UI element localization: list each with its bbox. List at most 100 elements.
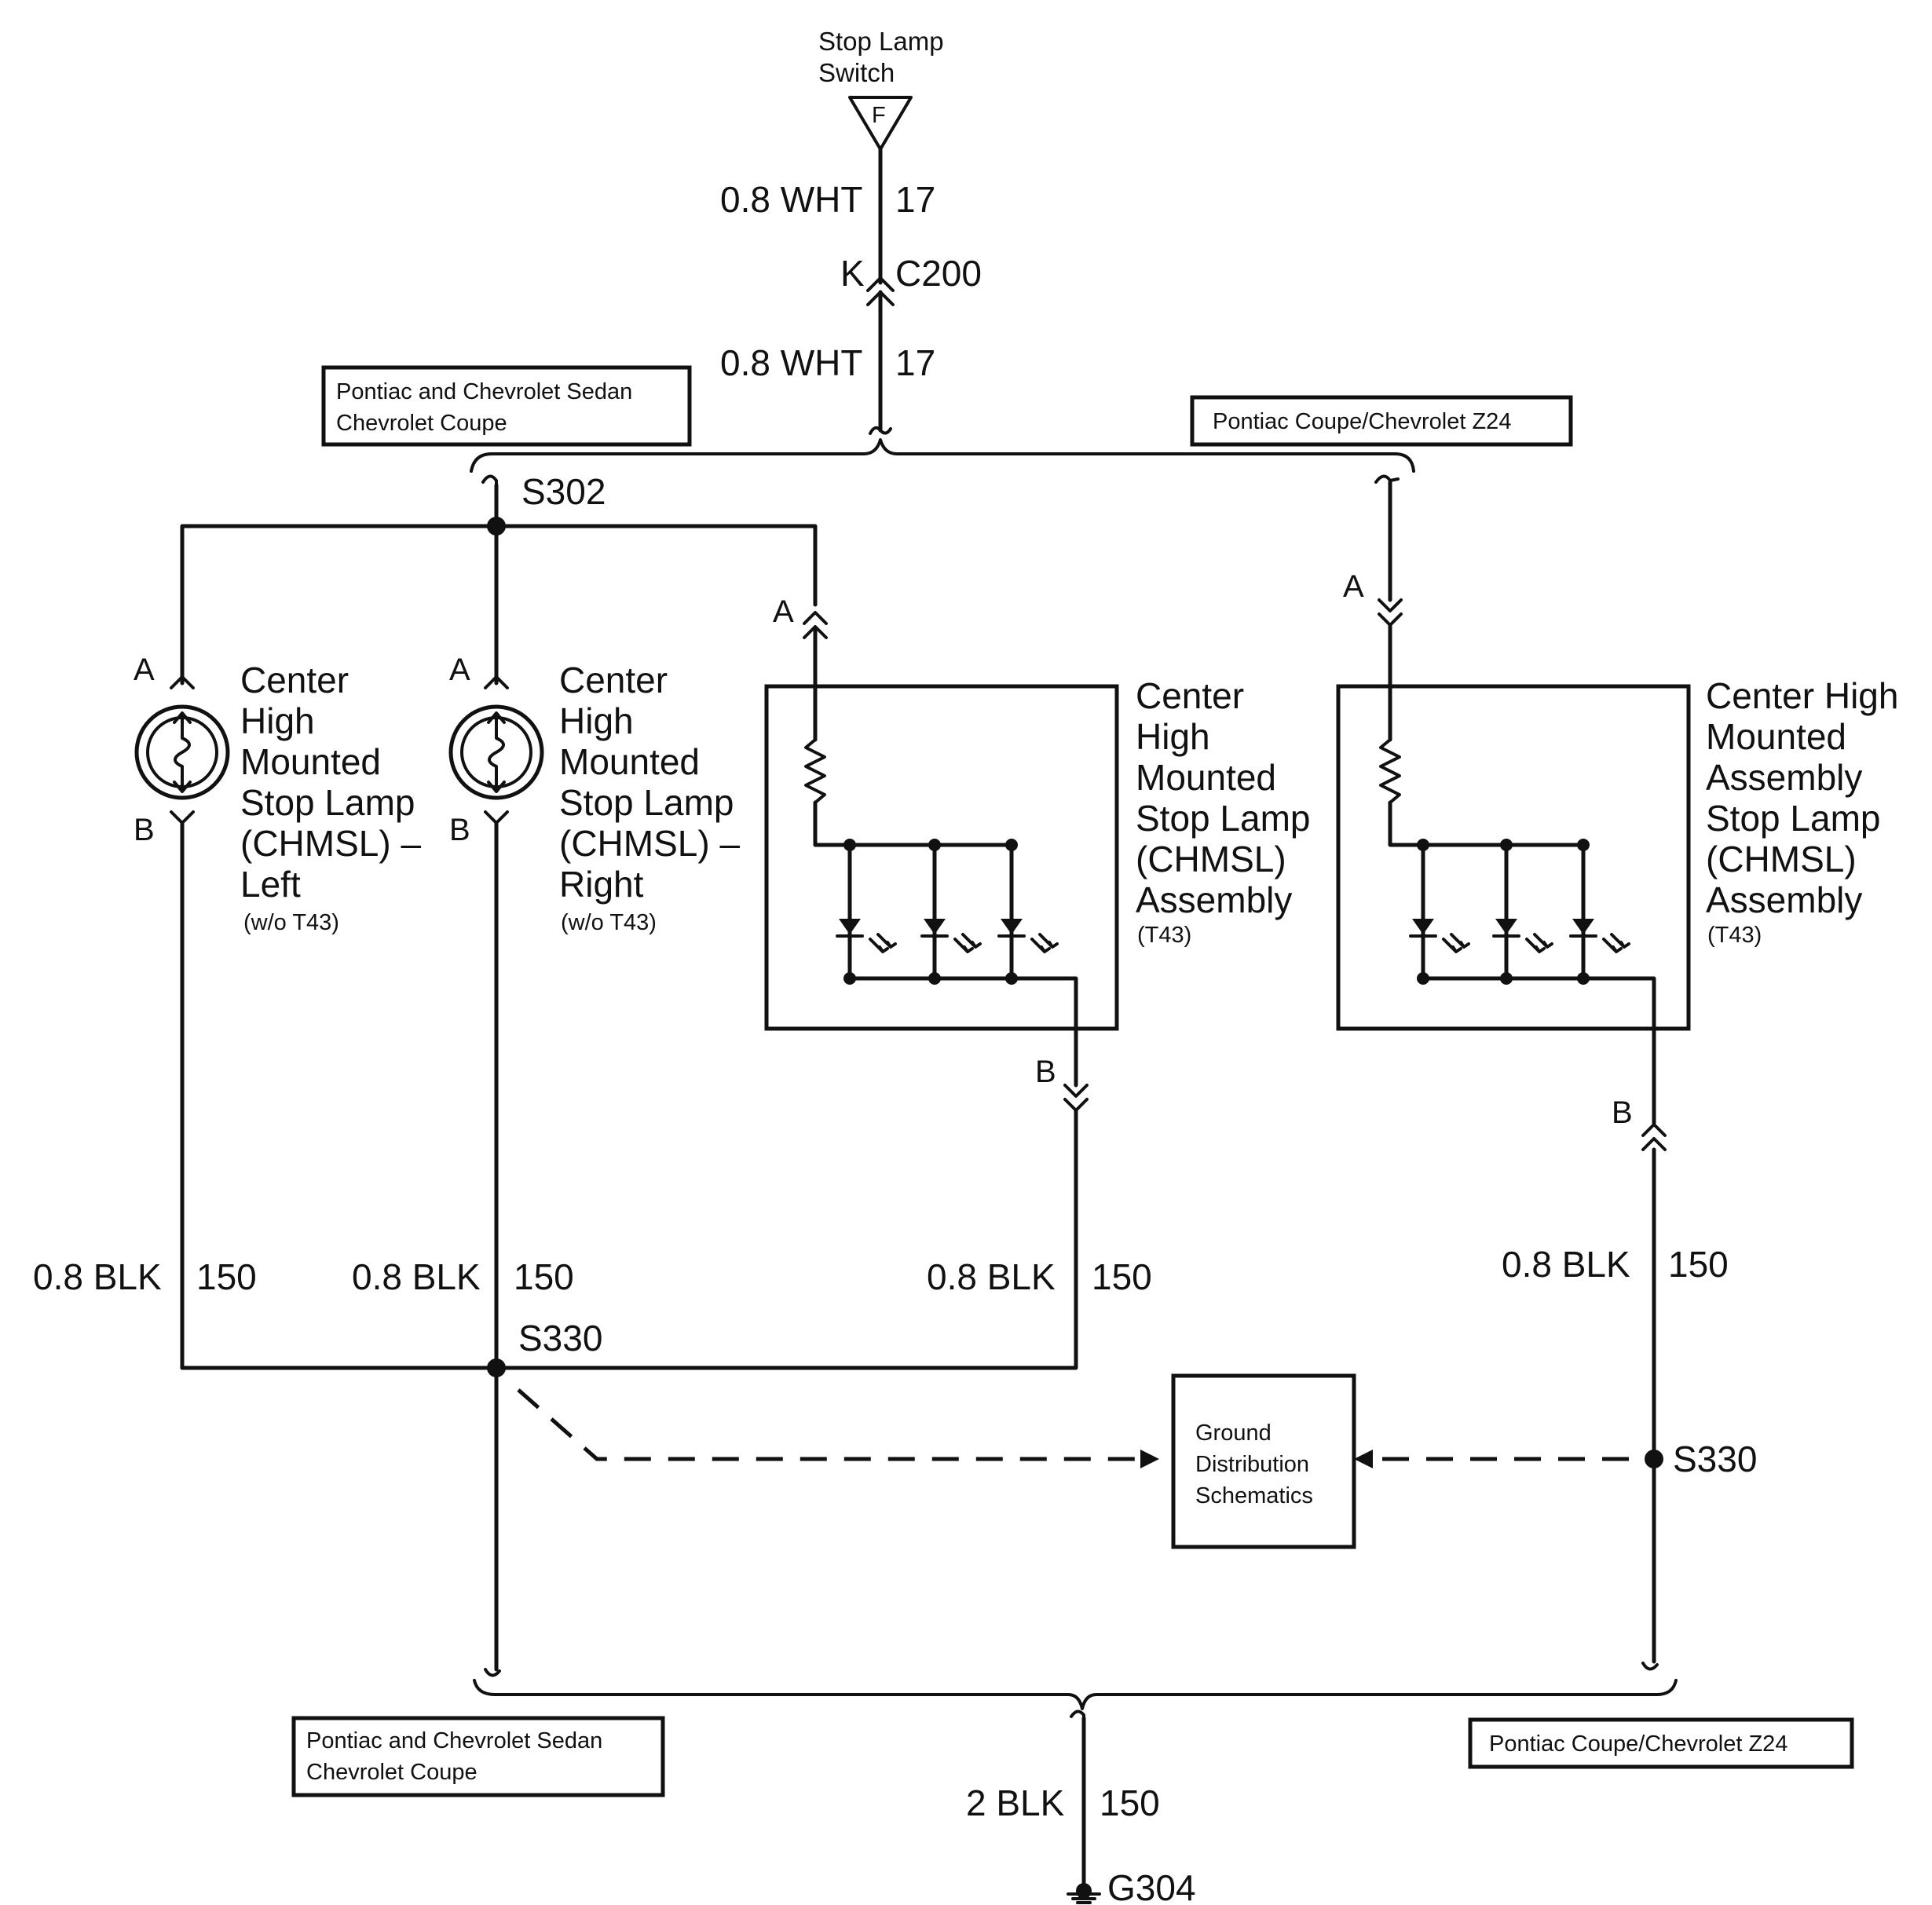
junction-dot: [928, 972, 941, 985]
connector-chevron-icon: [1641, 1123, 1667, 1137]
option-top-right-line1: Pontiac Coupe/Chevrolet Z24: [1213, 409, 1511, 434]
feed-lower-gauge: 0.8 WHT: [720, 342, 862, 383]
left-lamp-label-2: High: [240, 700, 315, 741]
led-icon: [1572, 919, 1594, 934]
ground-wire-4-gauge: 0.8 BLK: [1502, 1244, 1630, 1285]
right-assembly-label-6: Assembly: [1706, 879, 1862, 920]
ground-wire-4-circuit: 150: [1668, 1244, 1729, 1285]
junction-dot: [1417, 972, 1429, 985]
light-emission-icon: [1602, 933, 1630, 953]
arrow-icon: [173, 781, 192, 793]
filament-icon: [174, 713, 191, 792]
option-top-left-line2: Chevrolet Coupe: [336, 411, 507, 436]
led-bus-top: [1388, 800, 1586, 847]
wire-break-icon: [1374, 474, 1400, 484]
center-assembly-label-4: Stop Lamp: [1136, 798, 1310, 839]
right-assembly-pin-a: A: [1343, 569, 1364, 604]
option-bottom-left-line2: Chevrolet Coupe: [306, 1760, 478, 1785]
center-assembly-label-5: (CHMSL): [1136, 839, 1286, 879]
option-bottom-right-line1: Pontiac Coupe/Chevrolet Z24: [1489, 1731, 1787, 1757]
junction-dot: [928, 839, 941, 851]
resistor-icon: [1379, 738, 1401, 804]
switch-terminal-icon: [848, 96, 913, 151]
right-lamp-pin-b: B: [449, 813, 470, 847]
splice-s330-right-dot: [1645, 1450, 1663, 1468]
option-bracket-bottom: [473, 1679, 1678, 1710]
chmsl-assembly-right: A B Center High Mounted Assembly Stop La…: [1336, 569, 1898, 1151]
light-emission-icon: [1442, 933, 1470, 953]
junction-dot: [1417, 839, 1429, 851]
right-assembly-label-4: Stop Lamp: [1706, 798, 1880, 839]
option-box-bottom-left: Pontiac and Chevrolet Sedan Chevrolet Co…: [291, 1716, 665, 1797]
junction-dot: [1500, 839, 1513, 851]
junction-dot: [843, 972, 856, 985]
junction-dot: [1005, 839, 1018, 851]
s302-distribution-wire: [180, 524, 818, 686]
connector-chevron-icon: [1641, 1137, 1667, 1151]
c200-pin: K: [840, 253, 865, 294]
light-emission-icon: [953, 933, 982, 953]
chmsl-assembly-center: A B Center High Mounted Stop Lamp (CHMSL…: [764, 594, 1310, 1112]
left-lamp-label-3: Mounted: [240, 741, 381, 782]
ground-wire-1-gauge: 0.8 BLK: [33, 1256, 162, 1297]
ground-ref-box[interactable]: [1171, 1373, 1356, 1549]
splice-s330-left-dot: [487, 1358, 506, 1377]
wire-break-icon: [1641, 1662, 1659, 1671]
junction-dot: [1500, 972, 1513, 985]
bulb-icon: [134, 704, 230, 800]
led-icon: [924, 919, 946, 934]
ground-ref-line2[interactable]: Distribution: [1195, 1452, 1309, 1477]
connector-chevron-icon: [1063, 1084, 1089, 1098]
ground-point-dot: [1076, 1883, 1092, 1899]
option-bracket-top: [470, 438, 1415, 473]
center-assembly-label-2: High: [1136, 716, 1210, 757]
stop-lamp-switch: Stop Lamp Switch F: [818, 27, 944, 151]
center-assembly-ground-wire: [180, 1108, 1078, 1370]
ground-ref-line1[interactable]: Ground: [1195, 1421, 1272, 1446]
assembly-output-wire: [1581, 976, 1656, 1125]
chmsl-right-lamp: A B Center High Mounted Stop Lamp (CHMSL…: [448, 653, 740, 935]
led-bus-top: [813, 800, 1014, 847]
ground-ref-dashed-left: [517, 1388, 1136, 1461]
left-lamp-label-1: Center: [240, 660, 349, 700]
s330-right-label: S330: [1673, 1439, 1757, 1479]
s330-left-label: S330: [518, 1318, 602, 1358]
right-lamp-option: (w/o T43): [561, 910, 657, 935]
wire-break-icon: [1070, 1709, 1085, 1721]
left-lamp-option: (w/o T43): [243, 910, 339, 935]
connector-chevron-icon: [1378, 598, 1403, 612]
g304-label: G304: [1107, 1867, 1196, 1905]
assembly-output-wire: [1009, 976, 1078, 1088]
switch-label-line1: Stop Lamp: [818, 27, 944, 56]
arrow-icon: [487, 711, 506, 724]
connector-chevron-icon: [866, 276, 895, 292]
connector-chevron-icon: [803, 611, 828, 625]
switch-label-line2: Switch: [818, 58, 895, 87]
right-assembly-pin-b: B: [1612, 1095, 1633, 1130]
right-lamp-label-5: (CHMSL) –: [559, 823, 740, 864]
center-assembly-label-1: Center: [1136, 675, 1244, 716]
right-lamp-label-2: High: [559, 700, 634, 741]
right-assembly-label-5: (CHMSL): [1706, 839, 1857, 879]
ground-ref-line3[interactable]: Schematics: [1195, 1483, 1313, 1508]
left-lamp-label-5: (CHMSL) –: [240, 823, 421, 864]
center-assembly-label-6: Assembly: [1136, 879, 1292, 920]
s302-label: S302: [521, 471, 606, 512]
arrow-left-icon: [1354, 1450, 1373, 1468]
wire-break-icon: [484, 1668, 501, 1677]
connector-chevron-icon: [484, 675, 509, 689]
center-assembly-pin-a: A: [773, 594, 794, 629]
main-ground-gauge: 2 BLK: [966, 1783, 1065, 1823]
led-icon: [1495, 919, 1517, 934]
ground-distribution-reference[interactable]: Ground Distribution Schematics: [1171, 1373, 1356, 1549]
right-lamp-label-1: Center: [559, 660, 668, 700]
left-lamp-label-6: Left: [240, 864, 301, 905]
led-icon: [839, 919, 861, 934]
center-assembly-label-3: Mounted: [1136, 757, 1276, 798]
light-emission-icon: [1525, 933, 1553, 953]
arrow-right-icon: [1140, 1450, 1159, 1468]
arrow-icon: [173, 711, 192, 724]
right-lamp-label-4: Stop Lamp: [559, 782, 734, 823]
main-ground-circuit: 150: [1100, 1783, 1160, 1823]
ground-wire-2-gauge: 0.8 BLK: [352, 1256, 481, 1297]
